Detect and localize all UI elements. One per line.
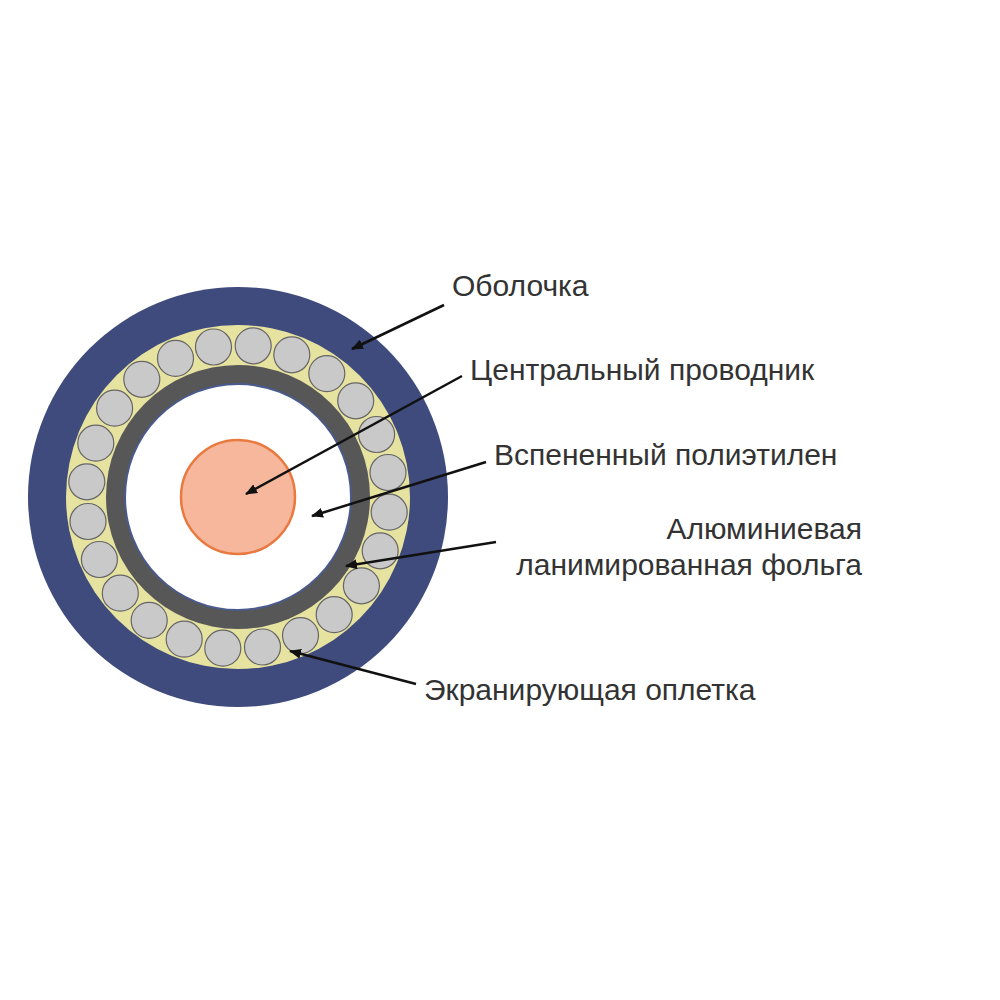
jacket: [28, 287, 448, 707]
braid-wire: [97, 390, 133, 426]
braid-wire: [343, 568, 379, 604]
braid-wire: [81, 542, 117, 578]
leader-lines: [246, 305, 496, 684]
braid-wire: [131, 602, 167, 638]
part-label: Алюминиевая ланимированная фольга: [500, 511, 862, 583]
leader-line: [312, 462, 486, 516]
braid-wire: [338, 383, 374, 419]
braid-wire: [70, 504, 106, 540]
part-label: Экранирующая оплетка: [424, 672, 756, 708]
braid-wire: [371, 494, 407, 530]
braid-wire: [235, 328, 271, 364]
braid-wire: [370, 455, 406, 491]
braid-wire: [245, 629, 281, 665]
leader-line: [290, 651, 416, 684]
leader-line: [246, 376, 462, 494]
braid-ground: [66, 325, 410, 669]
braid-wire: [158, 340, 194, 376]
braid-wire: [274, 337, 310, 373]
braid-wire: [283, 618, 319, 654]
braid-wire: [102, 575, 138, 611]
braid-wire: [69, 464, 105, 500]
braid-wire: [78, 425, 114, 461]
leader-line: [346, 542, 496, 566]
part-label: Центральный проводник: [470, 352, 814, 388]
braid-wire: [316, 597, 352, 633]
braid-wire: [166, 621, 202, 657]
braid-wire: [196, 329, 232, 365]
braid-wires: [69, 328, 407, 666]
part-label: Оболочка: [452, 268, 589, 304]
foam-dielectric: [125, 384, 351, 610]
braid-wire: [309, 356, 345, 392]
part-label: Вспененный полиэтилен: [494, 437, 837, 473]
braid-wire: [205, 630, 241, 666]
braid-wire: [124, 361, 160, 397]
leader-line: [352, 305, 444, 349]
center-conductor: [181, 440, 295, 554]
foil: [106, 365, 370, 629]
